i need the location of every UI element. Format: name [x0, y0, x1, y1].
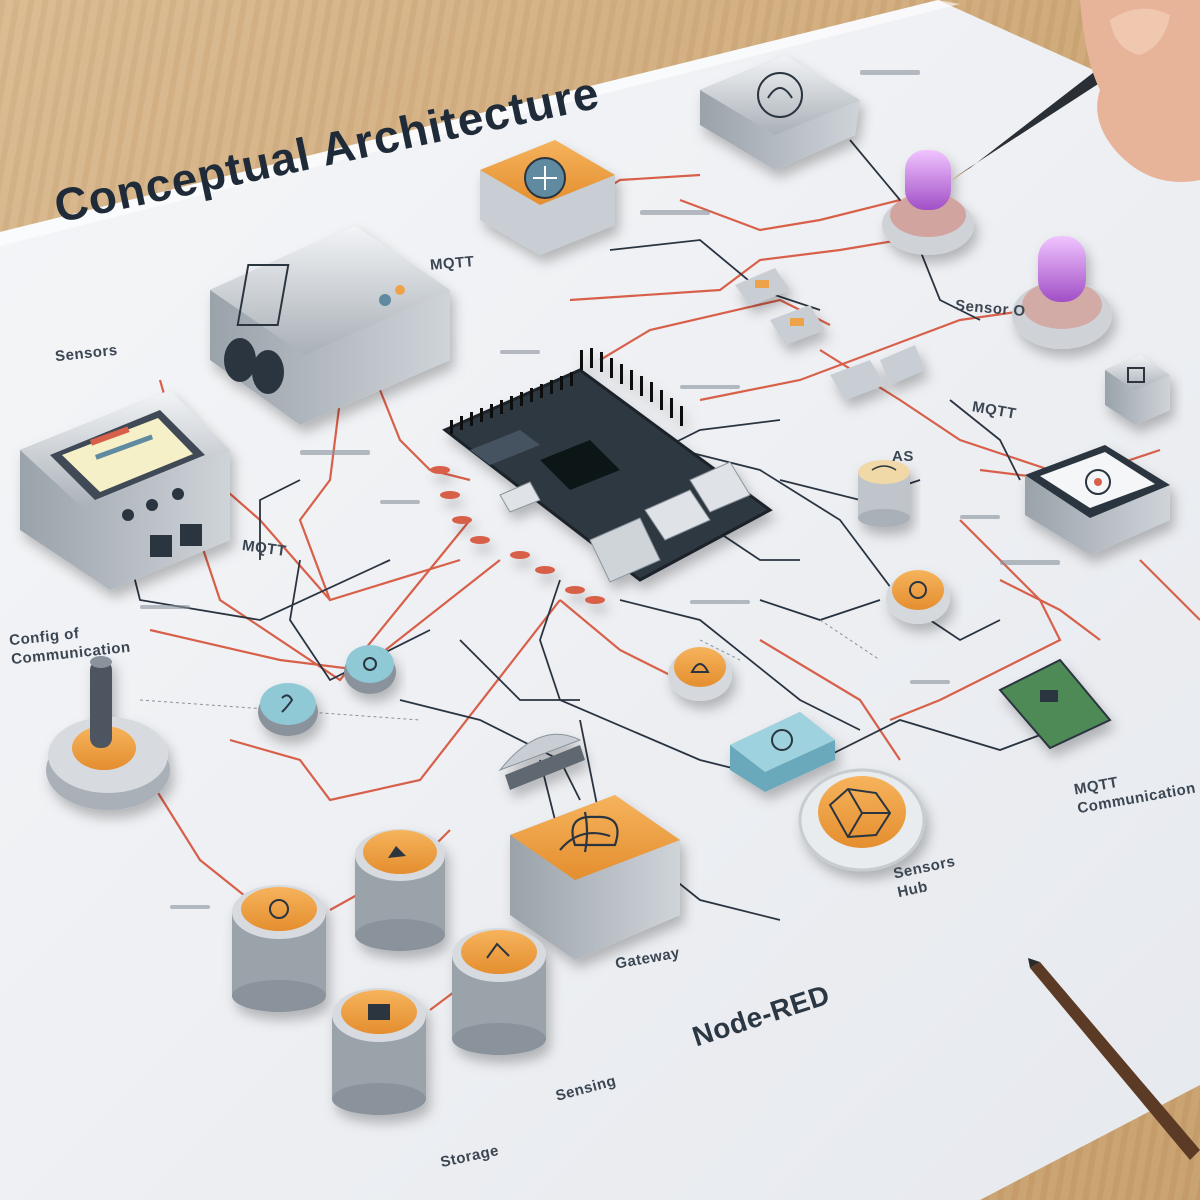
round-badge-orange-mid [668, 647, 732, 701]
top-right-device [700, 55, 860, 170]
wires [129, 139, 1200, 1011]
pencil-bottom [1028, 958, 1200, 1160]
round-badge-teal-2 [258, 683, 318, 736]
right-cube [1105, 355, 1170, 425]
sensor-board [998, 658, 1112, 750]
central-board [430, 348, 773, 604]
hub-plate [798, 768, 926, 872]
label-as: AS [892, 448, 914, 465]
antenna [498, 733, 585, 790]
node-red-block [510, 795, 680, 960]
hand-with-pencil [950, 0, 1200, 182]
purple-indicator-2 [1012, 236, 1112, 349]
tablet-device [1025, 445, 1170, 555]
joystick [46, 656, 170, 810]
round-badge-orange-right [886, 570, 950, 624]
display-device [20, 390, 230, 590]
connector-cluster [735, 268, 925, 400]
purple-indicator-1 [882, 150, 974, 255]
cylinder-button-1 [355, 829, 445, 951]
cylinder-button-4 [332, 988, 426, 1115]
gateway-box [210, 225, 450, 425]
teal-module [730, 712, 835, 792]
cylinder-button-2 [232, 885, 326, 1012]
cylinder-button-3 [452, 928, 546, 1055]
top-orange-module [480, 140, 615, 255]
as-cylinder [858, 460, 910, 527]
round-badge-teal-1 [344, 645, 396, 694]
scribble-annotations [140, 70, 1060, 909]
